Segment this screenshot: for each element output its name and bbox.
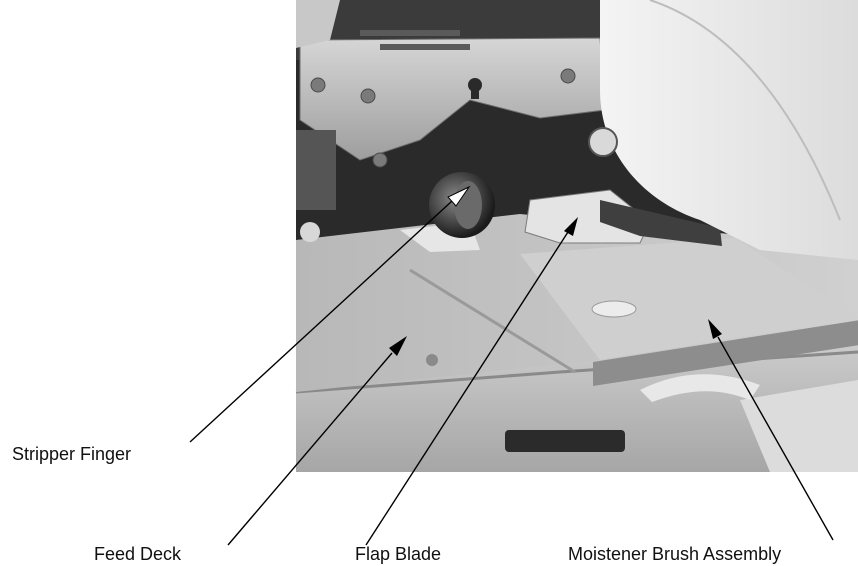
white-cover <box>600 0 858 260</box>
plate-slot-1 <box>360 30 460 36</box>
flap-blade-label: Flap Blade <box>355 544 441 564</box>
stripper-finger-leader <box>189 200 453 443</box>
left-cylinder-end <box>300 222 320 242</box>
flap-blade-piece <box>524 189 651 244</box>
right-lower-wedge <box>740 380 858 472</box>
feed-deck-arrowhead <box>389 336 407 356</box>
cover-side-roller <box>588 127 618 157</box>
plate-screw-4 <box>560 68 576 84</box>
moistener-plate <box>520 238 858 360</box>
plate-screw-1 <box>310 77 326 93</box>
body-slot <box>505 430 625 452</box>
moistener-plate-hole <box>591 300 637 318</box>
moistener-brush-leader <box>717 336 834 541</box>
white-cover-curve <box>649 0 841 221</box>
stripper-finger-arrowhead <box>447 185 471 207</box>
feed-deck-leader <box>227 352 393 546</box>
plate-slot-2 <box>380 44 470 50</box>
moistener-plate-edge <box>593 320 858 386</box>
feed-deck-label: Feed Deck <box>94 544 182 564</box>
plate-screw-3 <box>372 152 388 168</box>
flap-blade-arrowhead <box>564 217 578 236</box>
moistener-arm <box>600 200 722 246</box>
callout-arrowheads <box>389 185 722 356</box>
plate-screw-2 <box>360 88 376 104</box>
deck-divider <box>409 268 576 374</box>
top-left-bracket <box>296 0 340 48</box>
moistener-brush-label: Moistener Brush Assembly <box>568 544 781 564</box>
flap-blade-leader <box>365 231 569 546</box>
moistener-brush-arrowhead <box>708 319 722 339</box>
left-cylinder <box>296 130 336 210</box>
moistener-lower-lip <box>640 374 760 402</box>
plate-keyhole-slot <box>471 85 479 99</box>
machine-photo <box>295 0 858 472</box>
deck-screw-hole <box>426 354 438 366</box>
stripper-finger-label: Stripper Finger <box>12 444 131 464</box>
callout-lines <box>189 200 834 546</box>
